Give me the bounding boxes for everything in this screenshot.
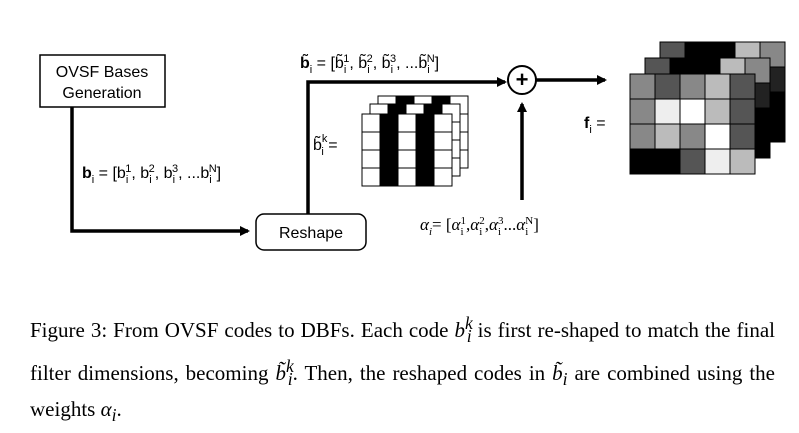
- filter-cell: [679, 123, 706, 150]
- caption-code-sup: k: [465, 313, 473, 333]
- caption-alpha: α: [100, 397, 112, 422]
- filter-cell: [415, 113, 435, 133]
- filter-cell: [729, 148, 756, 175]
- filter-cell: [654, 123, 681, 150]
- filter-cell: [679, 73, 706, 100]
- filter-cell: [654, 98, 681, 125]
- binary-filter-front: [361, 113, 453, 187]
- filter-cell: [361, 149, 381, 169]
- b-label: bi = [bi1, bi2, bi3, ...biN]: [82, 163, 221, 186]
- filter-cell: [729, 123, 756, 150]
- filter-cell: [704, 73, 731, 100]
- figure-caption: Figure 3: From OVSF codes to DBFs. Each …: [30, 313, 776, 426]
- filter-cell: [415, 149, 435, 169]
- filter-cell: [629, 148, 656, 175]
- caption-code-symbol: b: [454, 318, 466, 342]
- caption-end: .: [116, 397, 122, 422]
- filter-cell: [397, 113, 417, 133]
- caption-text-4: are combined using the weights: [30, 361, 776, 422]
- caption-alpha-sub: i: [111, 405, 117, 426]
- filter-cell: [654, 148, 681, 175]
- final-filter-front: [629, 73, 756, 175]
- filter-cell: [397, 167, 417, 187]
- filter-cell: [433, 131, 453, 151]
- ovsf-bases-box: OVSF Bases Generation: [39, 54, 166, 108]
- filter-cell: [415, 131, 435, 151]
- b-tilde-label: b̃i = [b̃i1, b̃i2, b̃i3, ...b̃iN]: [300, 52, 439, 76]
- filter-cell: [629, 123, 656, 150]
- filter-cell: [433, 113, 453, 133]
- ovsf-box-line1: OVSF Bases: [56, 64, 148, 81]
- alpha-label: αi= [αi1,αi2,αi3...αiN]: [420, 215, 539, 238]
- plus-symbol: +: [516, 67, 529, 92]
- filter-cell: [415, 167, 435, 187]
- arrow-reshape-to-sum: [306, 77, 507, 214]
- filter-cell: [433, 149, 453, 169]
- filter-cell: [379, 113, 399, 133]
- filter-cell: [704, 148, 731, 175]
- filter-cell: [679, 98, 706, 125]
- final-filter-stack: [629, 41, 786, 175]
- sum-node: +: [507, 65, 537, 95]
- caption-text-2: is first re-shaped to match the final fi…: [30, 318, 775, 386]
- filter-cell: [361, 113, 381, 133]
- filter-cell: [654, 73, 681, 100]
- filter-cell: [729, 98, 756, 125]
- filter-cell: [397, 149, 417, 169]
- ovsf-box-line2: Generation: [62, 85, 141, 102]
- filter-cell: [704, 123, 731, 150]
- filter-cell: [629, 98, 656, 125]
- filter-cell: [361, 131, 381, 151]
- caption-code-sub: i: [466, 326, 472, 347]
- reshape-box: Reshape: [255, 213, 367, 251]
- filter-cell: [704, 98, 731, 125]
- filter-cell: [397, 131, 417, 151]
- caption-text-3: . Then, the reshaped codes in: [292, 361, 553, 386]
- f-label: fi =: [584, 115, 606, 136]
- filter-cell: [729, 73, 756, 100]
- filter-cell: [679, 148, 706, 175]
- filter-cell: [379, 131, 399, 151]
- filter-cell: [629, 73, 656, 100]
- filter-cell: [379, 149, 399, 169]
- filter-cell: [361, 167, 381, 187]
- filter-cell: [433, 167, 453, 187]
- reshape-label: Reshape: [279, 225, 343, 242]
- filter-cell: [744, 57, 771, 84]
- caption-text-1: Figure 3: From OVSF codes to DBFs. Each …: [30, 318, 455, 342]
- arrow-ovsf-to-reshape: [70, 107, 250, 236]
- binary-filter-stack: [361, 95, 469, 187]
- filter-cell: [379, 167, 399, 187]
